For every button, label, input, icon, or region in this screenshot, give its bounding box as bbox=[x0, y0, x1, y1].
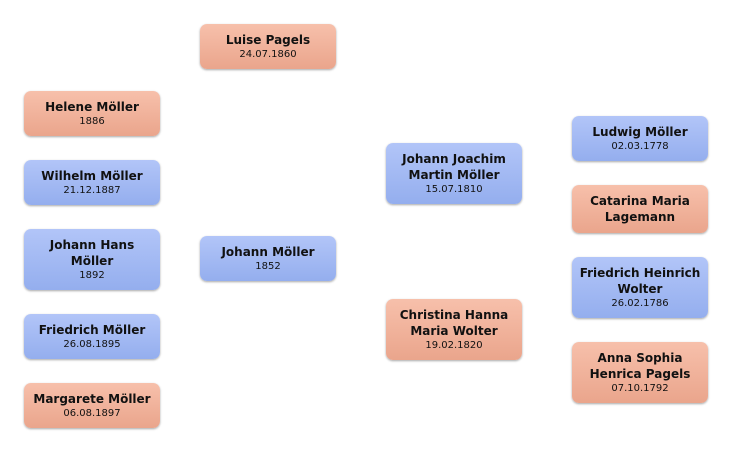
person-name: Johann Hans Möller bbox=[49, 238, 135, 268]
person-card-christina-hanna-maria-wolter[interactable]: Christina Hanna Maria Wolter 19.02.1820 bbox=[386, 299, 522, 360]
person-name: Helene Möller bbox=[45, 100, 139, 114]
person-name: Luise Pagels bbox=[225, 33, 311, 47]
person-date: 15.07.1810 bbox=[425, 184, 483, 195]
person-date: 26.02.1786 bbox=[611, 298, 669, 309]
person-name: Wilhelm Möller bbox=[41, 169, 143, 183]
person-card-margarete-moeller[interactable]: Margarete Möller 06.08.1897 bbox=[24, 383, 160, 428]
person-date: 1886 bbox=[79, 116, 105, 127]
person-date: 21.12.1887 bbox=[63, 185, 121, 196]
person-name: Margarete Möller bbox=[33, 392, 151, 406]
person-name: Christina Hanna Maria Wolter bbox=[399, 308, 509, 338]
person-card-johann-hans-moeller[interactable]: Johann Hans Möller 1892 bbox=[24, 229, 160, 290]
person-name: Catarina Maria Lagemann bbox=[590, 194, 690, 224]
person-date: 19.02.1820 bbox=[425, 340, 483, 351]
person-name: Friedrich Heinrich Wolter bbox=[579, 266, 701, 296]
person-date: 02.03.1778 bbox=[611, 141, 669, 152]
person-card-wilhelm-moeller[interactable]: Wilhelm Möller 21.12.1887 bbox=[24, 160, 160, 205]
person-name: Anna Sophia Henrica Pagels bbox=[589, 351, 691, 381]
person-name: Johann Möller bbox=[221, 245, 315, 259]
person-card-helene-moeller[interactable]: Helene Möller 1886 bbox=[24, 91, 160, 136]
person-card-luise-pagels[interactable]: Luise Pagels 24.07.1860 bbox=[200, 24, 336, 69]
person-card-ludwig-moeller[interactable]: Ludwig Möller 02.03.1778 bbox=[572, 116, 708, 161]
person-date: 06.08.1897 bbox=[63, 408, 121, 419]
person-card-anna-sophia-henrica-pagels[interactable]: Anna Sophia Henrica Pagels 07.10.1792 bbox=[572, 342, 708, 403]
person-card-johann-joachim-martin-moeller[interactable]: Johann Joachim Martin Möller 15.07.1810 bbox=[386, 143, 522, 204]
person-card-catarina-maria-lagemann[interactable]: Catarina Maria Lagemann bbox=[572, 185, 708, 233]
person-date: 24.07.1860 bbox=[239, 49, 297, 60]
person-date: 1892 bbox=[79, 270, 105, 281]
person-date: 26.08.1895 bbox=[63, 339, 121, 350]
person-name: Johann Joachim Martin Möller bbox=[402, 152, 506, 182]
person-name: Friedrich Möller bbox=[38, 323, 146, 337]
person-card-friedrich-moeller[interactable]: Friedrich Möller 26.08.1895 bbox=[24, 314, 160, 359]
person-date: 1852 bbox=[255, 261, 281, 272]
person-card-friedrich-heinrich-wolter[interactable]: Friedrich Heinrich Wolter 26.02.1786 bbox=[572, 257, 708, 318]
person-date: 07.10.1792 bbox=[611, 383, 669, 394]
person-card-johann-moeller[interactable]: Johann Möller 1852 bbox=[200, 236, 336, 281]
person-name: Ludwig Möller bbox=[592, 125, 688, 139]
